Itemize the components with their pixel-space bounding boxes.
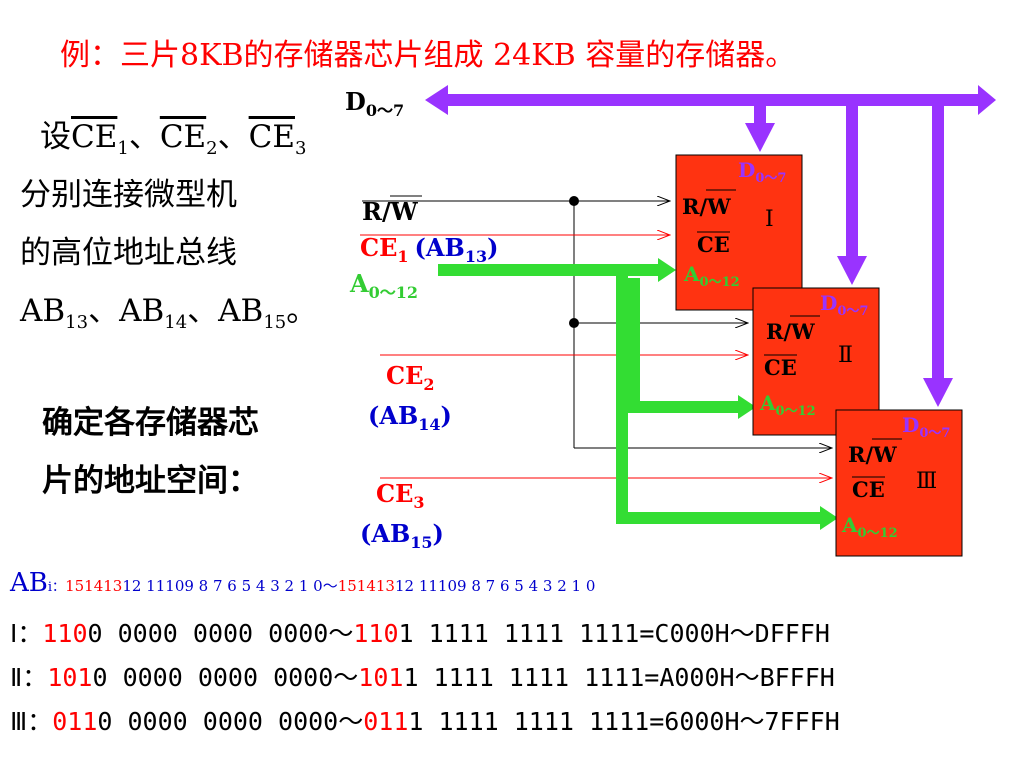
ce-label: CE — [248, 119, 295, 155]
ab-sub: 14 — [164, 312, 188, 334]
memory-diagram: D0～7 R/W CE1(AB13) CE2 (AB14) CE3 (AB15)… — [345, 85, 996, 557]
ab-sub: 15 — [263, 312, 287, 334]
chip-address-label: A0～12 — [683, 262, 740, 290]
address-bus — [438, 258, 838, 530]
data-bus-label: D0～7 — [345, 87, 404, 120]
separator: 、 — [187, 293, 219, 329]
chip-number: Ⅲ — [916, 469, 937, 494]
row-low-bits: 1 1111 1111 1111=6000H～7FFFH — [408, 707, 840, 736]
data-bus-arrow-left — [425, 85, 448, 115]
task-line2: 片的地址空间： — [42, 463, 259, 499]
row-high-bits: 101 — [358, 663, 404, 692]
bit-index-line: ABi：15141312 11109 8 7 6 5 4 3 2 1 0～151… — [10, 568, 595, 598]
row-high-bits: 011 — [363, 707, 409, 736]
ce2-label: CE2 — [386, 361, 435, 394]
separator: 、 — [88, 293, 120, 329]
ce3-label: CE3 — [376, 479, 425, 512]
chip-address-label: A0～12 — [759, 391, 816, 419]
chip-data-label: D0～7 — [902, 413, 950, 441]
chip-number: Ⅰ — [765, 207, 774, 232]
task-line1: 确定各存储器芯 — [42, 405, 259, 441]
row-high-bits: 011 — [52, 707, 98, 736]
ce-description-line2: 分别连接微型机 — [20, 177, 237, 213]
ce-sub: 2 — [206, 138, 218, 160]
bit-ab-label: AB — [10, 568, 48, 598]
address-bus-label: A0～12 — [349, 269, 418, 302]
memory-chip-3: D0～7 R/W Ⅲ CE A0～12 — [835, 409, 963, 557]
slide-title: 例：三片8KB的存储器芯片组成 24KB 容量的存储器。 — [60, 38, 796, 73]
bit-high-indices: 151413 — [337, 577, 395, 595]
ce-sub: 3 — [294, 138, 307, 160]
text-prefix: 设 — [40, 119, 71, 155]
period: 。 — [286, 293, 318, 329]
separator: 、 — [217, 119, 249, 155]
chip-data-label: D0～7 — [820, 291, 868, 319]
junction-dot — [569, 196, 579, 206]
bit-ab-sub: i： — [47, 580, 66, 595]
ce3-ab-label: (AB15) — [360, 519, 444, 552]
address-row-chip-2: Ⅱ：1010 0000 0000 0000～1011 1111 1111 111… — [10, 658, 835, 694]
row-low-bits: 1 1111 1111 1111=A000H～BFFFH — [403, 663, 835, 692]
row-low-bits: 0 0000 0000 0000～ — [87, 619, 354, 648]
data-bus-arrow-right — [978, 85, 996, 115]
ce-description-line4: AB13、AB14、AB15。 — [20, 296, 317, 332]
ab-label: AB — [119, 293, 165, 329]
row-label: Ⅱ： — [10, 663, 48, 692]
row-high-bits: 110 — [353, 619, 399, 648]
row-high-bits: 101 — [47, 663, 93, 692]
ab-label: AB — [20, 293, 66, 329]
row-label: Ⅲ： — [10, 707, 53, 736]
chip-rw-label: R/W — [766, 319, 815, 344]
ce2-ab-label: (AB14) — [368, 401, 452, 434]
ce-label: CE — [159, 119, 207, 155]
bit-low-indices: 12 11109 8 7 6 5 4 3 2 1 0～ — [122, 577, 338, 595]
address-row-chip-1: Ⅰ：1100 0000 0000 0000～1101 1111 1111 111… — [10, 614, 830, 650]
ce-description-line1: 设CE1、CE2、CE3 — [40, 122, 306, 158]
ce-label: CE — [71, 119, 118, 155]
chip-ce-label: CE — [764, 355, 797, 380]
chip-data-label: D0～7 — [738, 158, 786, 186]
ce1-label: CE1(AB13) — [360, 233, 498, 266]
data-bus — [425, 85, 996, 407]
ce-sub: 1 — [117, 138, 129, 160]
chip-address-label: A0～12 — [841, 513, 898, 541]
ab-label: AB — [218, 293, 264, 329]
separator: 、 — [128, 119, 160, 155]
row-low-bits: 0 0000 0000 0000～ — [92, 663, 359, 692]
bit-low-indices: 12 11109 8 7 6 5 4 3 2 1 0 — [394, 577, 596, 595]
chip-ce-label: CE — [852, 477, 885, 502]
row-low-bits: 1 1111 1111 1111=C000H～DFFFH — [398, 619, 830, 648]
ab-sub: 13 — [65, 312, 89, 334]
row-high-bits: 110 — [42, 619, 88, 648]
bit-high-indices: 151413 — [65, 577, 123, 595]
row-low-bits: 0 0000 0000 0000～ — [97, 707, 364, 736]
chip-rw-label: R/W — [848, 442, 897, 467]
chip-ce-label: CE — [697, 232, 730, 257]
row-label: Ⅰ： — [10, 619, 43, 648]
chip-rw-label: R/W — [682, 194, 731, 219]
ce-description-line3: 的高位地址总线 — [20, 235, 237, 271]
address-row-chip-3: Ⅲ：0110 0000 0000 0000～0111 1111 1111 111… — [10, 702, 840, 738]
chip-number: Ⅱ — [838, 343, 853, 368]
junction-dot — [569, 318, 579, 328]
rw-label: R/W — [362, 197, 419, 226]
memory-chip-1: D0～7 R/W Ⅰ CE A0～12 — [675, 154, 803, 311]
